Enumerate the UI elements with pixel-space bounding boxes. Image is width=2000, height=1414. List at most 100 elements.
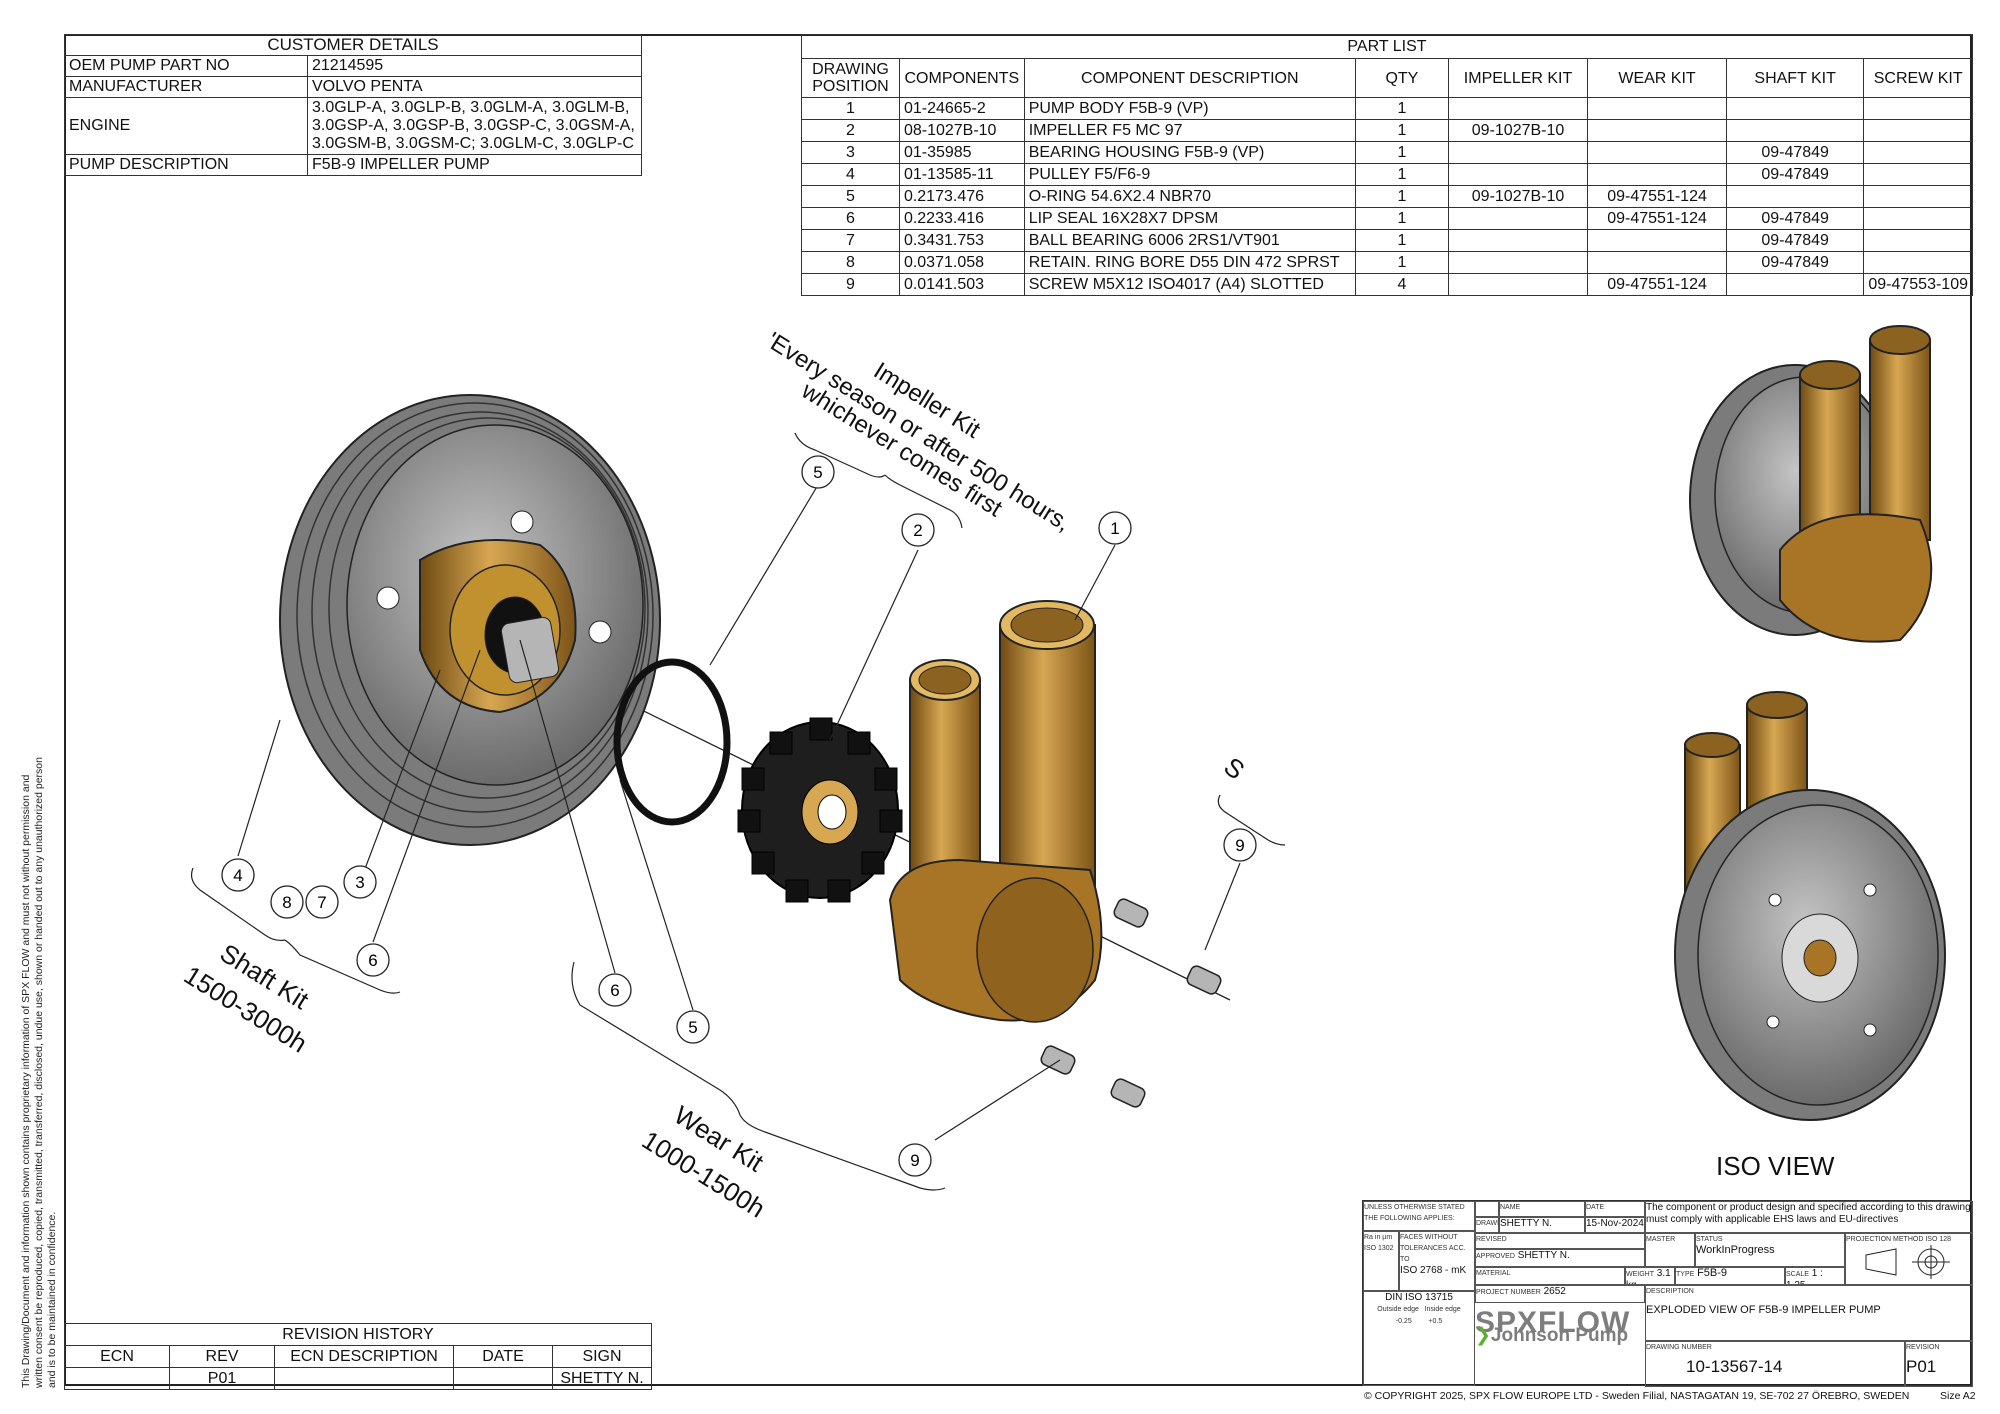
approved-by: SHETTY N. xyxy=(1517,1250,1570,1261)
spx-logo: SPXFLOW ❯Johnson Pump xyxy=(1475,1303,1645,1387)
customer-details-title: CUSTOMER DETAILS xyxy=(64,34,642,56)
part-list-cell: 1 xyxy=(1354,97,1449,120)
part-list-cell: 01-13585-11 xyxy=(898,163,1025,186)
confidentiality-note: This Drawing/Document and information sh… xyxy=(20,757,58,1388)
scale-value: 1 : 1.25 xyxy=(1786,1268,1823,1284)
part-list-cell: 0.2173.476 xyxy=(898,185,1025,208)
approved-label: APPROVED xyxy=(1476,1253,1515,1260)
part-list-cell: RETAIN. RING BORE D55 DIN 472 SPRST xyxy=(1023,251,1356,274)
inside-edge-label: Inside edge xyxy=(1424,1306,1461,1313)
drawn-label: DRAWN xyxy=(1476,1220,1498,1227)
part-list-cell: 9 xyxy=(801,273,900,296)
rev-col-description: ECN DESCRIPTION xyxy=(274,1345,454,1368)
part-list-cell: 01-24665-2 xyxy=(898,97,1025,120)
part-list-cell: 7 xyxy=(801,229,900,252)
project-number-label: PROJECT NUMBER xyxy=(1476,1289,1541,1296)
copyright-text: © COPYRIGHT 2025, SPX FLOW EUROPE LTD - … xyxy=(1364,1390,1910,1402)
oem-part-value: 21214595 xyxy=(307,55,642,77)
part-list-cell: 6 xyxy=(801,207,900,230)
part-list-cell xyxy=(1447,97,1589,120)
johnson-pump-logo-text: Johnson Pump xyxy=(1490,1325,1629,1346)
part-list-cell xyxy=(1587,163,1727,186)
rev-col-rev: REV xyxy=(169,1345,275,1368)
part-list-cell: 8 xyxy=(801,251,900,274)
part-list-cell: 4 xyxy=(1354,273,1449,296)
revision-label: REVISION xyxy=(1906,1344,1940,1351)
title-block: UNLESS OTHERWISE STATED THE FOLLOWING AP… xyxy=(1362,1200,1973,1387)
name-label: NAME xyxy=(1500,1204,1521,1211)
master-label: MASTER xyxy=(1646,1236,1676,1243)
part-list-cell: 0.3431.753 xyxy=(898,229,1025,252)
chevron-icon: ❯ xyxy=(1475,1325,1491,1346)
part-list-cell xyxy=(1725,185,1865,208)
part-list-cell xyxy=(1725,119,1865,142)
rev-sign: SHETTY N. xyxy=(552,1367,652,1390)
rev-col-sign: SIGN xyxy=(552,1345,652,1368)
weight-label: WEIGHT xyxy=(1626,1271,1654,1278)
part-list-cell xyxy=(1863,163,1973,186)
unless-stated: UNLESS OTHERWISE STATED THE FOLLOWING AP… xyxy=(1364,1204,1465,1222)
part-list-cell: BEARING HOUSING F5B-9 (VP) xyxy=(1023,141,1356,164)
part-list-cell: 1 xyxy=(1354,119,1449,142)
drawing-number: 10-13567-14 xyxy=(1686,1357,1783,1376)
part-list-title: PART LIST xyxy=(801,34,1973,59)
revision-history-title: REVISION HISTORY xyxy=(64,1323,652,1346)
part-list-col-4: IMPELLER KIT xyxy=(1447,58,1589,98)
part-list-cell: 1 xyxy=(1354,229,1449,252)
part-list-cell: BALL BEARING 6006 2RS1/VT901 xyxy=(1023,229,1356,252)
part-list-cell: 09-47849 xyxy=(1725,229,1865,252)
outside-edge-label: Outside edge xyxy=(1377,1306,1419,1313)
drawn-date: 15-Nov-2024 xyxy=(1586,1218,1644,1229)
rev-description xyxy=(274,1367,454,1390)
part-list-cell: 09-47849 xyxy=(1725,207,1865,230)
revision-value: P01 xyxy=(1906,1357,1937,1376)
part-list-cell: 0.0371.058 xyxy=(898,251,1025,274)
outside-edge-value: -0.25 xyxy=(1395,1318,1412,1325)
date-label: DATE xyxy=(1586,1204,1605,1211)
rev-col-date: DATE xyxy=(453,1345,553,1368)
compliance-note: The component or product design and spec… xyxy=(1646,1202,1971,1225)
part-list-cell: O-RING 54.6X2.4 NBR70 xyxy=(1023,185,1356,208)
projection-symbol-icon xyxy=(1865,1245,1950,1279)
engine-line: 3.0GSM-B, 3.0GSM-C; 3.0GLM-C, 3.0GLP-C xyxy=(312,135,634,152)
part-list-cell xyxy=(1863,251,1973,274)
part-list-col-0: DRAWING POSITION xyxy=(801,58,900,98)
part-list-cell: 09-47553-109 xyxy=(1863,273,1973,296)
inside-edge-value: +0.5 xyxy=(1428,1318,1443,1325)
din-standard: DIN ISO 13715 xyxy=(1385,1292,1453,1303)
oem-part-label: OEM PUMP PART NO xyxy=(64,55,308,77)
description-label: DESCRIPTION xyxy=(1646,1288,1694,1295)
part-list-cell: 09-47849 xyxy=(1725,141,1865,164)
rev-date xyxy=(453,1367,553,1390)
part-list-cell xyxy=(1587,229,1727,252)
part-list-cell xyxy=(1863,97,1973,120)
part-list-cell xyxy=(1447,141,1589,164)
type-label: TYPE xyxy=(1676,1271,1695,1278)
part-list-col-6: SHAFT KIT xyxy=(1725,58,1865,98)
part-list-cell: 09-47849 xyxy=(1725,163,1865,186)
part-list-cell: 09-1027B-10 xyxy=(1447,185,1589,208)
part-list-cell: PULLEY F5/F6-9 xyxy=(1023,163,1356,186)
weight-value: 3.1 kg xyxy=(1626,1268,1671,1284)
engine-label: ENGINE xyxy=(64,97,308,155)
part-list-cell: 5 xyxy=(801,185,900,208)
part-list-cell: IMPELLER F5 MC 97 xyxy=(1023,119,1356,142)
part-list-col-1: COMPONENTS xyxy=(898,58,1025,98)
drawn-by: SHETTY N. xyxy=(1500,1218,1553,1229)
ra-label: Ra in µm ISO 1302 xyxy=(1364,1234,1394,1252)
pump-description-label: PUMP DESCRIPTION xyxy=(64,154,308,176)
drawing-number-label: DRAWING NUMBER xyxy=(1646,1344,1712,1351)
part-list-cell xyxy=(1725,97,1865,120)
part-list-cell: 1 xyxy=(1354,251,1449,274)
faces-label: FACES WITHOUT TOLERANCES ACC. TO xyxy=(1400,1234,1466,1263)
part-list-cell xyxy=(1587,251,1727,274)
